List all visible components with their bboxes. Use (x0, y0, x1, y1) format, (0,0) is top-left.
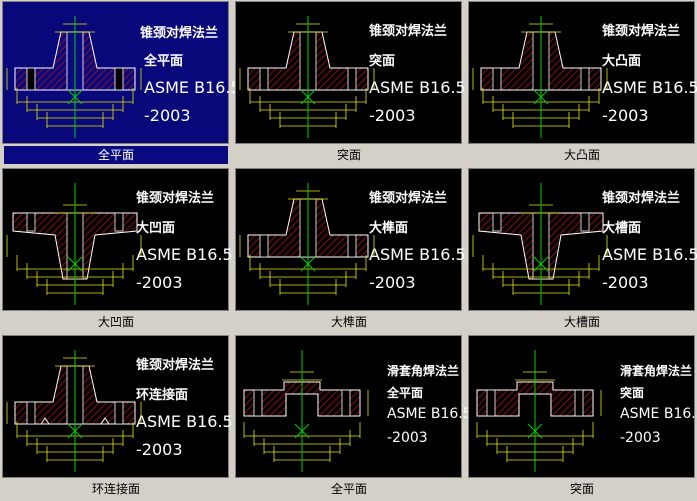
flange-name-label: 滑套角焊法兰 (387, 364, 460, 378)
standard-label: ASME B16.5 (369, 245, 466, 264)
year-label: -2003 (144, 106, 191, 125)
year-label: -2003 (387, 430, 428, 446)
flange-caption: 突面 (569, 482, 594, 496)
flange-caption: 环连接面 (91, 482, 140, 496)
flange-drawing (239, 16, 375, 138)
standard-label: ASME B16.5 (620, 406, 697, 422)
flange-option-raised-face-weld-neck[interactable]: 锥颈对焊法兰 突面 ASME B16.5 -2003 突面 (233, 0, 466, 164)
year-label: -2003 (369, 106, 416, 125)
flange-preview (235, 1, 462, 144)
flange-preview (468, 1, 695, 144)
flange-preview (2, 335, 229, 478)
flange-preview (468, 168, 695, 311)
face-type-label: 环连接面 (136, 388, 189, 403)
standard-label: ASME B16.5 (144, 78, 241, 97)
year-label: -2003 (136, 440, 183, 459)
flange-option-flat-face-weld-neck[interactable]: 锥颈对焊法兰 全平面 ASME B16.5 -2003 全平面 (0, 0, 241, 164)
flange-option-tongue-face-weld-neck[interactable]: 锥颈对焊法兰 大榫面 ASME B16.5 -2003 大榫面 (233, 167, 466, 331)
flange-preview (235, 335, 462, 478)
face-type-label: 突面 (620, 386, 645, 400)
flange-name-label: 锥颈对焊法兰 (369, 24, 448, 39)
flange-preview (468, 335, 695, 478)
flange-option-ring-joint-weld-neck[interactable]: 锥颈对焊法兰 环连接面 ASME B16.5 -2003 环连接面 (0, 334, 233, 498)
flange-preview (2, 1, 229, 144)
flange-name-label: 锥颈对焊法兰 (140, 26, 219, 41)
flange-drawing (472, 16, 608, 138)
face-type-label: 全平面 (387, 386, 424, 400)
standard-label: ASME B16.5 (136, 245, 233, 264)
flange-name-label: 锥颈对焊法兰 (136, 358, 215, 373)
flange-preview (2, 168, 229, 311)
flange-name-label: 滑套角焊法兰 (620, 364, 693, 378)
flange-drawing (6, 16, 142, 138)
flange-drawing (239, 183, 375, 305)
flange-drawing (243, 350, 369, 472)
standard-label: ASME B16.5 (369, 78, 466, 97)
flange-name-label: 锥颈对焊法兰 (369, 191, 448, 206)
face-type-label: 大榫面 (369, 221, 409, 236)
flange-name-label: 锥颈对焊法兰 (136, 191, 215, 206)
standard-label: ASME B16.5 (602, 78, 697, 97)
face-type-label: 大槽面 (602, 221, 642, 236)
flange-option-male-face-weld-neck[interactable]: 锥颈对焊法兰 大凸面 ASME B16.5 -2003 大凸面 (466, 0, 697, 164)
flange-caption: 大凹面 (97, 315, 134, 329)
flange-preview (235, 168, 462, 311)
flange-caption: 全平面 (330, 482, 367, 496)
standard-label: ASME B16.5 (136, 412, 233, 431)
year-label: -2003 (369, 273, 416, 292)
flange-option-raised-face-slip-on[interactable]: 滑套角焊法兰 突面 ASME B16.5 -2003 突面 (466, 334, 697, 498)
face-type-label: 全平面 (144, 54, 184, 69)
flange-drawing (476, 350, 602, 472)
year-label: -2003 (620, 430, 661, 446)
face-type-label: 大凸面 (602, 54, 642, 69)
year-label: -2003 (602, 106, 649, 125)
flange-drawing (472, 183, 608, 305)
flange-name-label: 锥颈对焊法兰 (602, 24, 681, 39)
flange-drawing (6, 350, 142, 472)
flange-caption: 全平面 (4, 146, 228, 164)
flange-caption: 突面 (336, 148, 361, 162)
face-type-label: 大凹面 (136, 221, 176, 236)
standard-label: ASME B16.5 (387, 406, 472, 422)
flange-caption: 大槽面 (563, 315, 600, 329)
flange-caption: 大榫面 (330, 315, 367, 329)
flange-drawing (6, 183, 142, 305)
flange-option-female-face-weld-neck[interactable]: 锥颈对焊法兰 大凹面 ASME B16.5 -2003 大凹面 (0, 167, 233, 331)
standard-label: ASME B16.5 (602, 245, 697, 264)
flange-name-label: 锥颈对焊法兰 (602, 191, 681, 206)
flange-caption: 大凸面 (563, 148, 600, 162)
flange-option-groove-face-weld-neck[interactable]: 锥颈对焊法兰 大槽面 ASME B16.5 -2003 大槽面 (466, 167, 697, 331)
face-type-label: 突面 (369, 54, 396, 69)
year-label: -2003 (136, 273, 183, 292)
flange-option-flat-face-slip-on[interactable]: 滑套角焊法兰 全平面 ASME B16.5 -2003 全平面 (233, 334, 472, 498)
year-label: -2003 (602, 273, 649, 292)
